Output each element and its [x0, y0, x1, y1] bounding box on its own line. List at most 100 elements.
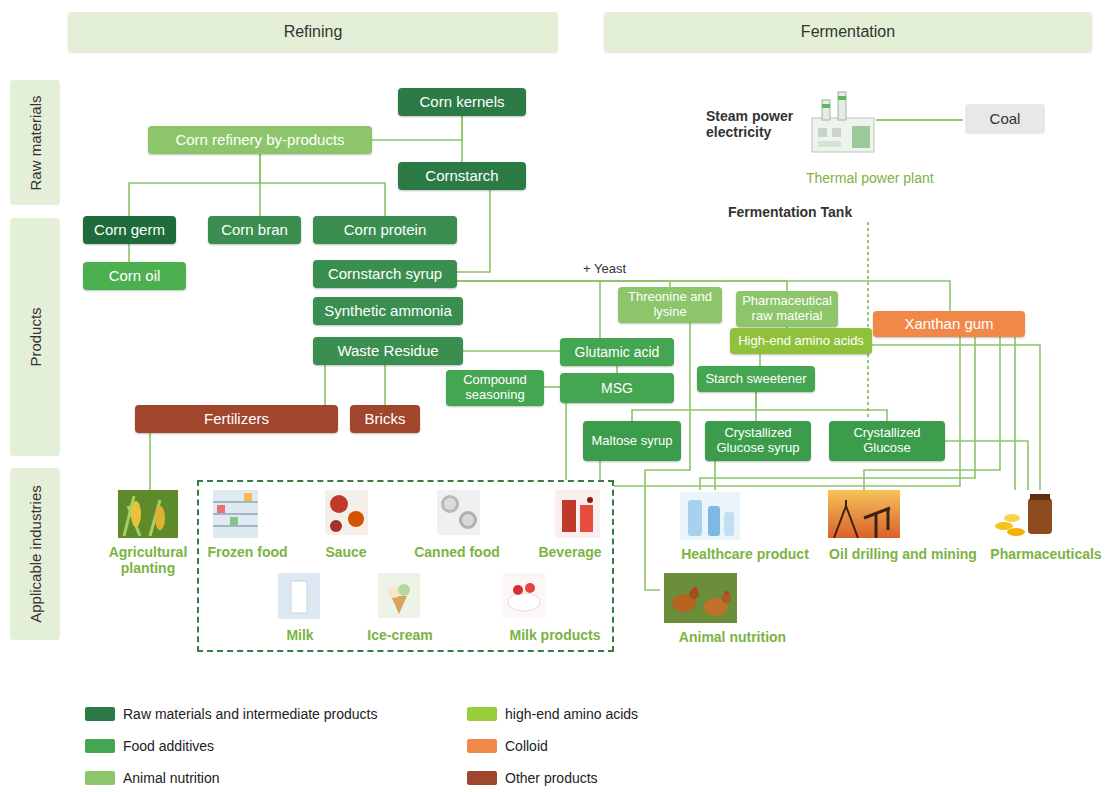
frozen-food-icon [213, 490, 258, 538]
process-box: MSG [560, 373, 674, 403]
connector-line [945, 441, 1028, 490]
industry-caption: Sauce [306, 544, 386, 560]
connector-line [149, 433, 151, 490]
healthcare-icon [688, 500, 702, 536]
legend-swatch [85, 707, 115, 721]
ice-cream-icon [378, 573, 420, 618]
oil-drilling-icon [828, 490, 900, 538]
process-box: Threonine and lysine [618, 287, 722, 323]
healthcare-icon [724, 512, 734, 536]
box-label: Synthetic ammonia [324, 302, 452, 319]
power-plant-icon [818, 141, 841, 147]
milk-products-icon [503, 573, 545, 618]
industry-item: Milk [270, 573, 330, 644]
legend-text: Animal nutrition [123, 769, 220, 787]
process-box: Starch sweetener [697, 366, 815, 392]
ice-cream-icon [398, 584, 410, 596]
connector-line [872, 345, 1040, 490]
row-label: Raw materials [10, 80, 60, 205]
connector-line [372, 116, 462, 140]
milk-icon [278, 573, 320, 619]
process-box: Corn refinery by-products [148, 126, 372, 154]
sauce-icon [348, 511, 364, 527]
canned-food-icon [444, 498, 456, 510]
crop-icon [118, 490, 178, 538]
row-label-text: Raw materials [27, 95, 44, 190]
process-box: Bricks [350, 405, 420, 433]
box-label: Starch sweetener [705, 372, 806, 387]
box-label: Glutamic acid [575, 344, 660, 360]
industry-caption: Beverage [528, 544, 612, 560]
industry-caption: Milk products [505, 627, 605, 643]
industry-caption: Milk [270, 627, 330, 643]
animal-nutrition-icon [664, 573, 737, 623]
box-label: Compound seasoning [452, 373, 538, 403]
industry-caption: Pharmaceuticals [985, 546, 1107, 562]
beverage-icon [580, 505, 593, 532]
box-label: Corn germ [94, 221, 165, 238]
box-label: Crystallized Glucose syrup [711, 426, 805, 456]
connector-line [1014, 337, 1016, 490]
process-box: Corn bran [208, 216, 301, 244]
beverage-icon [555, 490, 600, 538]
industry-item: Oil drilling and mining [822, 490, 984, 563]
healthcare-icon [708, 506, 720, 536]
coal-link-line [876, 119, 963, 121]
healthcare-icon [680, 492, 740, 540]
connector-line [756, 392, 887, 421]
box-label: Maltose syrup [589, 434, 675, 449]
process-box: Waste Residue [313, 337, 463, 365]
process-box: Pharmaceutical raw material [736, 291, 838, 327]
milk-products-icon [508, 593, 540, 611]
industry-item: Healthcare product [676, 490, 814, 563]
oil-drilling-icon [828, 490, 900, 538]
header-text: Fermentation [801, 23, 895, 41]
legend-swatch [467, 771, 497, 785]
milk-icon [291, 581, 307, 613]
process-box: Xanthan gum [873, 311, 1025, 337]
industry-item: Agricultural planting [98, 490, 198, 577]
pharmaceuticals-icon [1028, 498, 1052, 534]
sauce-icon [330, 520, 342, 532]
ice-cream-icon [388, 586, 400, 598]
box-label: Corn kernels [419, 93, 504, 110]
industry-caption: Agricultural planting [98, 544, 198, 576]
box-label: Corn protein [344, 221, 427, 238]
section-header: Fermentation [604, 12, 1092, 52]
box-label: Corn oil [109, 267, 161, 284]
process-box: Compound seasoning [446, 370, 544, 406]
connector-line [759, 354, 761, 366]
industry-caption: Healthcare product [676, 546, 814, 562]
legend-text: Colloid [505, 737, 548, 755]
industry-item: Canned food [410, 490, 504, 561]
frozen-food-icon [217, 505, 225, 513]
milk-products-icon [525, 583, 535, 593]
legend-text: high-end amino acids [505, 705, 638, 723]
legend-swatch [467, 739, 497, 753]
box-label: Threonine and lysine [624, 290, 716, 320]
power-plant-icon [838, 92, 846, 120]
box-label: Waste Residue [337, 342, 438, 359]
frozen-food-icon [244, 493, 252, 501]
power-plant-icon [812, 92, 874, 152]
beverage-icon [562, 500, 576, 532]
power-plant-icon [838, 96, 846, 100]
milk-icon [278, 573, 320, 619]
connector-line [384, 365, 386, 405]
power-plant-icon [822, 100, 830, 120]
beverage-icon [587, 497, 593, 503]
ice-cream-icon [391, 596, 407, 614]
power-plant-icon [832, 128, 841, 137]
animal-nutrition-icon [664, 573, 737, 623]
box-label: Bricks [365, 410, 406, 427]
power-plant-icon [812, 118, 874, 152]
animal-nutrition-icon [725, 591, 729, 595]
legend-swatch [85, 739, 115, 753]
connector-line [714, 461, 716, 490]
healthcare-icon [680, 492, 740, 540]
connector-line [599, 461, 601, 480]
process-box: High-end amino acids [730, 328, 872, 354]
box-label: Corn refinery by-products [175, 131, 344, 148]
